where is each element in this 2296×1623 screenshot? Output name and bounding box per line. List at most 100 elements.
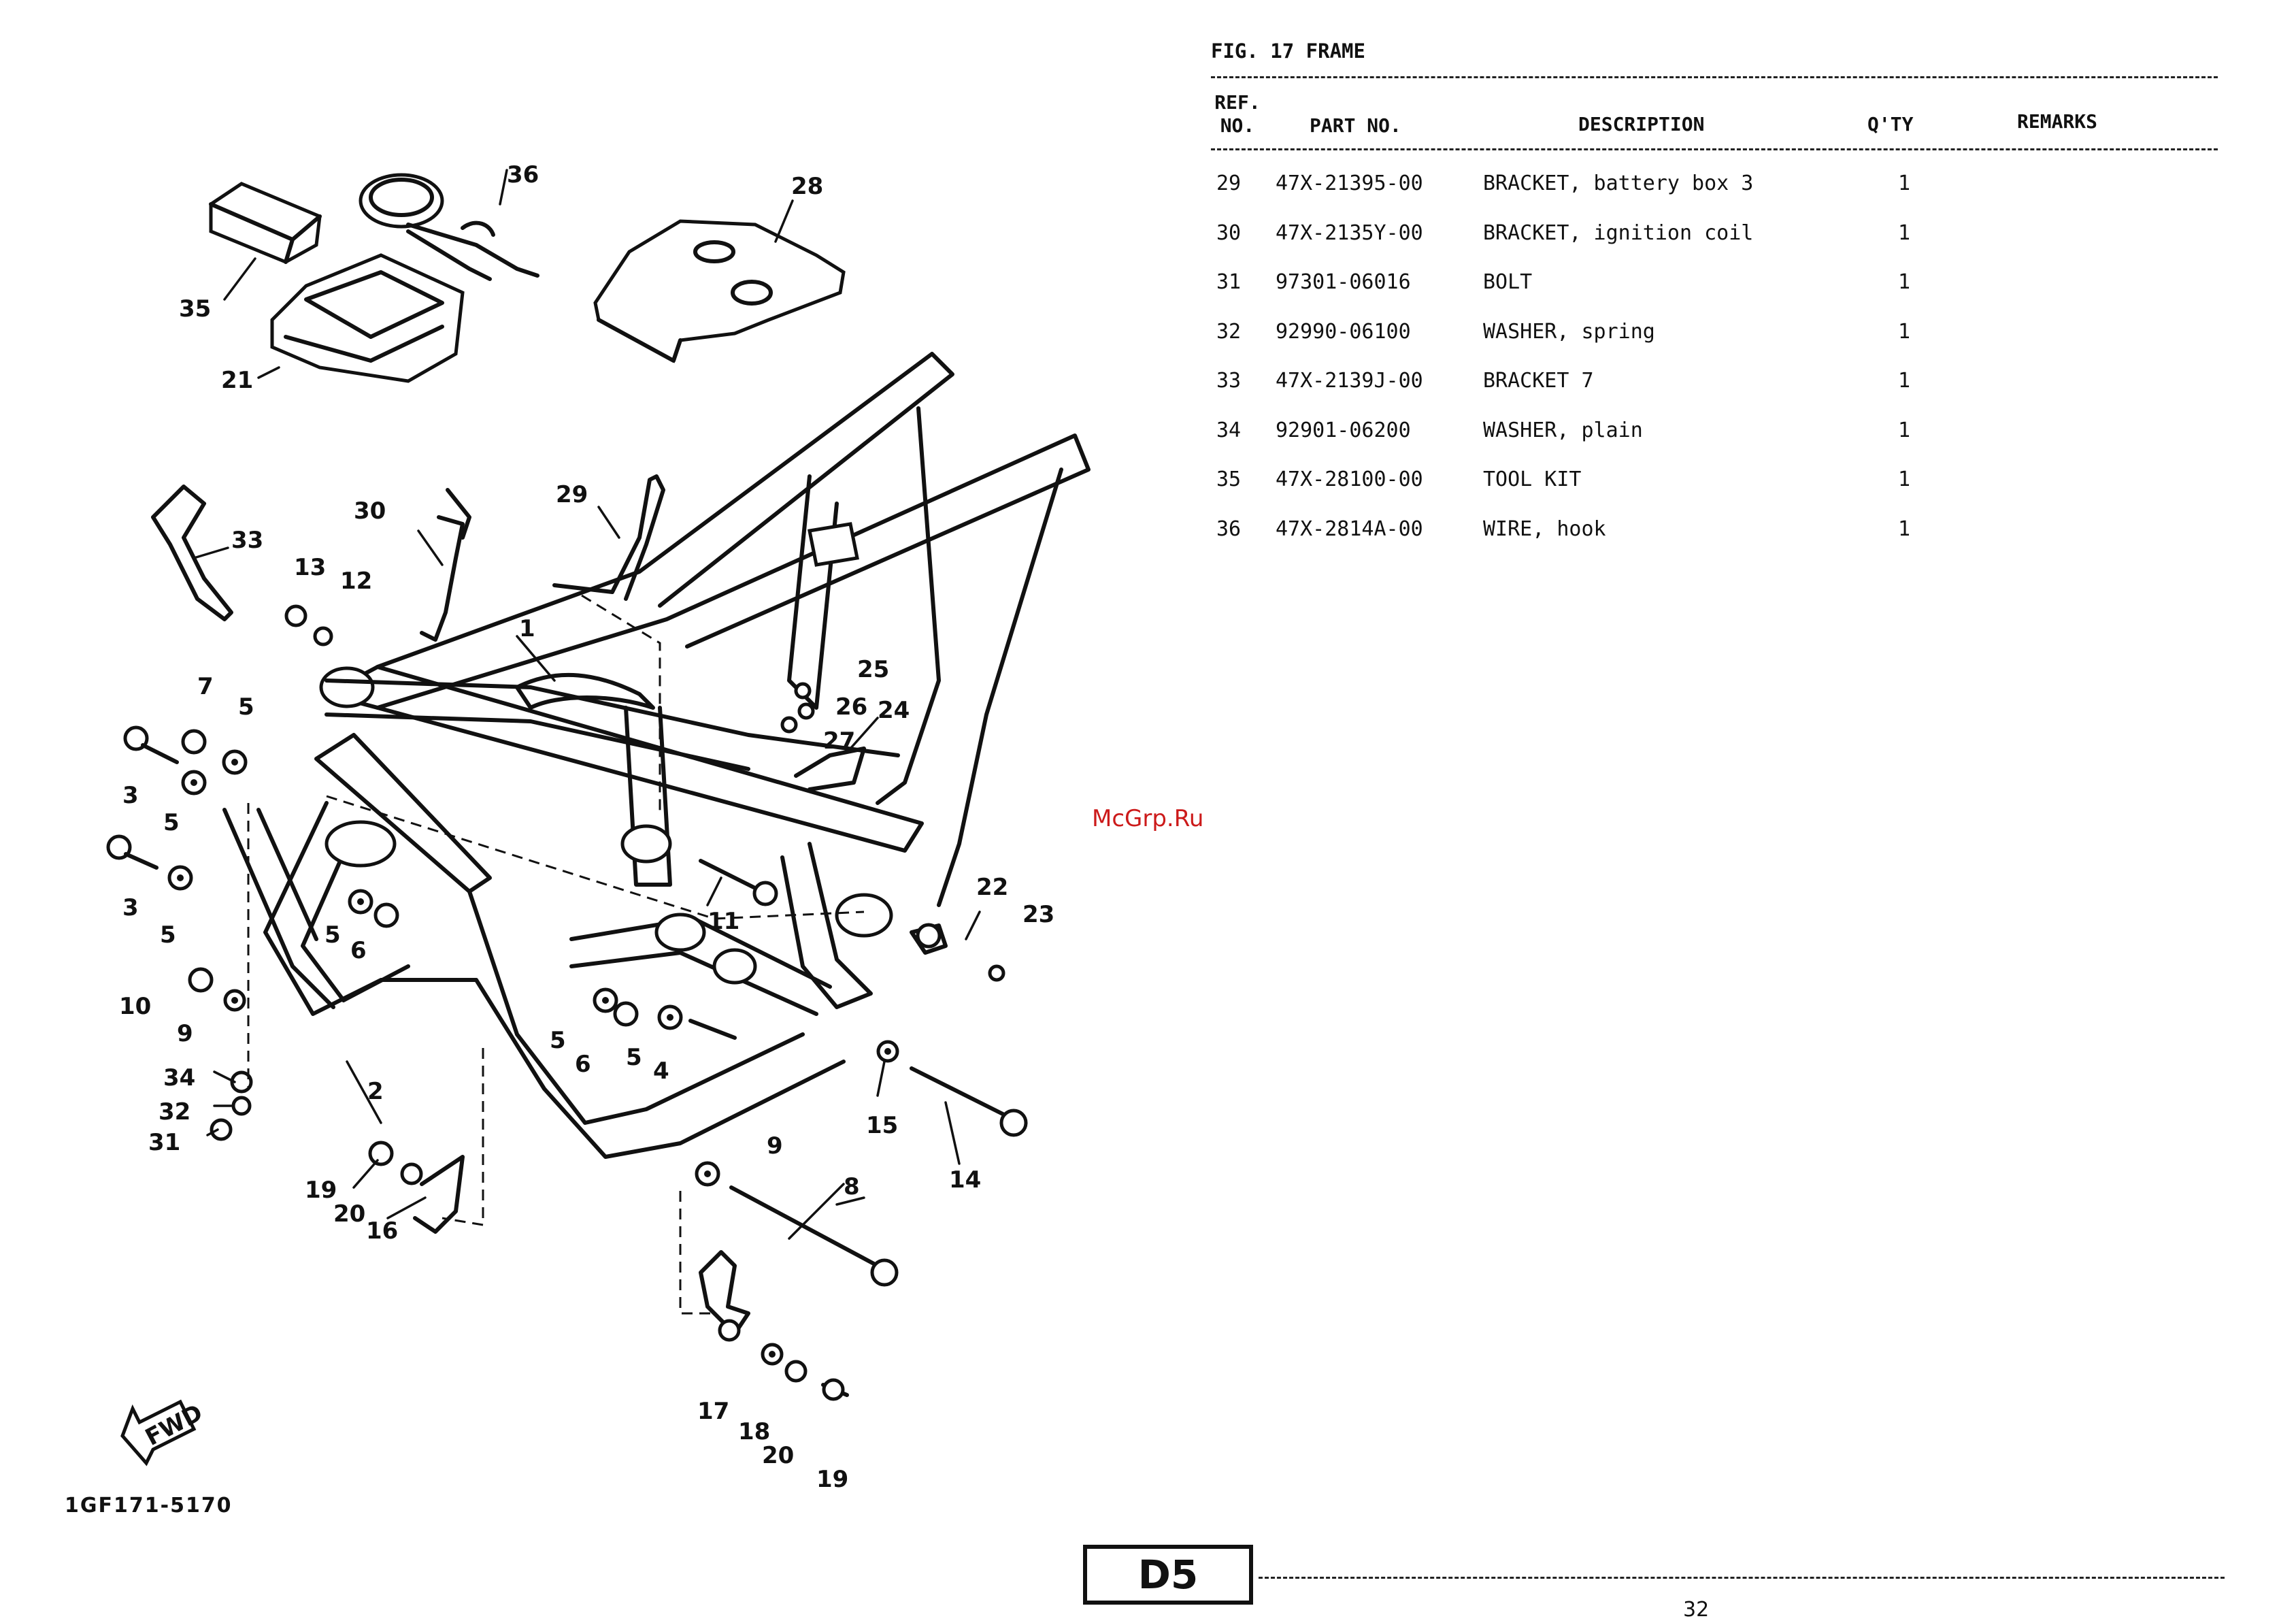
watermark-text: McGrp.Ru [1092,805,1204,832]
table-row: 33 47X-2139J-00 BRACKET 7 1 [1211,369,2218,419]
callout-11: 11 [708,908,739,935]
description: WASHER, plain [1483,418,1643,442]
header-part-no: PART NO. [1310,114,1401,137]
header-rule-top [1211,76,2218,78]
callout-26: 26 [835,693,867,721]
header-description: DESCRIPTION [1578,113,1705,135]
callout-7: 7 [197,673,214,700]
callout-14: 14 [949,1166,981,1194]
callout-13: 13 [294,554,326,581]
quantity: 1 [1898,468,1911,491]
callout-labels: 36 28 35 21 29 30 33 13 12 1 7 5 3 5 3 5… [119,161,1054,1493]
callout-6: 6 [350,937,367,964]
quantity: 1 [1898,270,1911,294]
callout-10: 10 [119,993,151,1020]
table-row: 35 47X-28100-00 TOOL KIT 1 [1211,468,2218,517]
callout-16: 16 [366,1217,398,1245]
callout-33: 33 [231,527,263,554]
ref-no: 32 [1216,319,1242,344]
header-rule-bottom [1211,148,2218,150]
part-no: 47X-2139J-00 [1276,369,1423,393]
table-row: 32 92990-06100 WASHER, spring 1 [1211,320,2218,370]
callout-18: 18 [738,1418,770,1445]
header-ref-line2: NO. [1220,114,1255,137]
callout-27: 27 [823,727,855,755]
table-row: 30 47X-2135Y-00 BRACKET, ignition coil 1 [1211,221,2218,271]
callout-21: 21 [221,367,253,394]
callout-30: 30 [354,497,386,525]
header-remarks: REMARKS [2017,110,2098,133]
callout-9: 9 [177,1020,193,1047]
fwd-arrow-icon: FWD [120,1399,207,1466]
callout-5: 5 [238,693,254,721]
header-qty: Q'TY [1867,113,1914,135]
ref-no: 36 [1216,517,1242,541]
quantity: 1 [1898,369,1911,393]
callout-3: 3 [122,782,139,809]
quantity: 1 [1898,171,1911,195]
callout-20-b: 20 [762,1442,794,1469]
description: WASHER, spring [1483,319,1655,344]
table-row: 29 47X-21395-00 BRACKET, battery box 3 1 [1211,171,2218,221]
callout-24: 24 [878,697,910,724]
part-no: 47X-28100-00 [1276,468,1423,491]
table-row: 36 47X-2814A-00 WIRE, hook 1 [1211,517,2218,567]
frame-exploded-diagram: FWD 36 28 35 21 29 30 33 13 12 1 7 5 3 5… [0,0,1197,1538]
callout-5-c: 5 [160,921,176,949]
diagram-code: 1GF171-5170 [65,1494,233,1518]
part-no: 92901-06200 [1276,418,1411,442]
callout-19-b: 19 [816,1466,848,1493]
battery-box-drawing [270,253,465,383]
leader-lines [193,169,981,1315]
callout-31: 31 [148,1129,180,1156]
callout-12: 12 [340,568,372,595]
description: BOLT [1483,270,1533,294]
callout-22: 22 [976,874,1008,901]
part-no: 47X-2135Y-00 [1276,220,1423,245]
table-row: 34 92901-06200 WASHER, plain 1 [1211,419,2218,468]
description: BRACKET 7 [1483,369,1594,393]
callout-8: 8 [844,1173,860,1200]
callout-2: 2 [367,1078,384,1105]
page-number: 32 [1683,1598,1710,1622]
tool-kit-drawing [209,182,322,264]
callout-36: 36 [507,161,539,188]
description: BRACKET, ignition coil [1483,220,1754,245]
frame-structure [222,352,1091,1159]
callout-5-b: 5 [163,809,180,836]
parts-table-body: 29 47X-21395-00 BRACKET, battery box 3 1… [1211,171,2218,566]
section-code-box: D5 [1083,1545,1253,1605]
rear-frame-drawing [325,678,900,1016]
callout-32: 32 [159,1098,190,1126]
table-row: 31 97301-06016 BOLT 1 [1211,270,2218,320]
callout-9-b: 9 [767,1132,783,1160]
part-no: 92990-06100 [1276,319,1411,344]
description: BRACKET, battery box 3 [1483,171,1754,195]
header-ref-no: REF. NO. [1213,91,1262,137]
wire-hook-drawing [359,173,539,281]
ref-no: 33 [1216,369,1242,393]
quantity: 1 [1898,517,1911,541]
description: WIRE, hook [1483,517,1606,541]
callout-5-f: 5 [626,1044,642,1071]
ref-no: 30 [1216,220,1242,245]
ref-no: 31 [1216,270,1242,294]
callout-35: 35 [179,295,211,323]
callout-20: 20 [333,1200,365,1228]
figure-title: FIG. 17 FRAME [1211,39,1365,63]
brackets-drawing [151,474,948,1336]
part-no: 47X-2814A-00 [1276,517,1423,541]
callout-29: 29 [556,481,588,508]
callout-6-b: 6 [575,1051,591,1078]
description: TOOL KIT [1483,468,1582,491]
part-no: 47X-21395-00 [1276,171,1423,195]
callout-25: 25 [857,656,889,683]
callout-3-b: 3 [122,894,139,921]
ref-no: 35 [1216,468,1242,491]
callout-28: 28 [791,173,823,200]
header-ref-line1: REF. [1214,91,1261,114]
callout-19: 19 [305,1177,337,1204]
callout-5-e: 5 [550,1027,566,1054]
ref-no: 29 [1216,171,1242,195]
